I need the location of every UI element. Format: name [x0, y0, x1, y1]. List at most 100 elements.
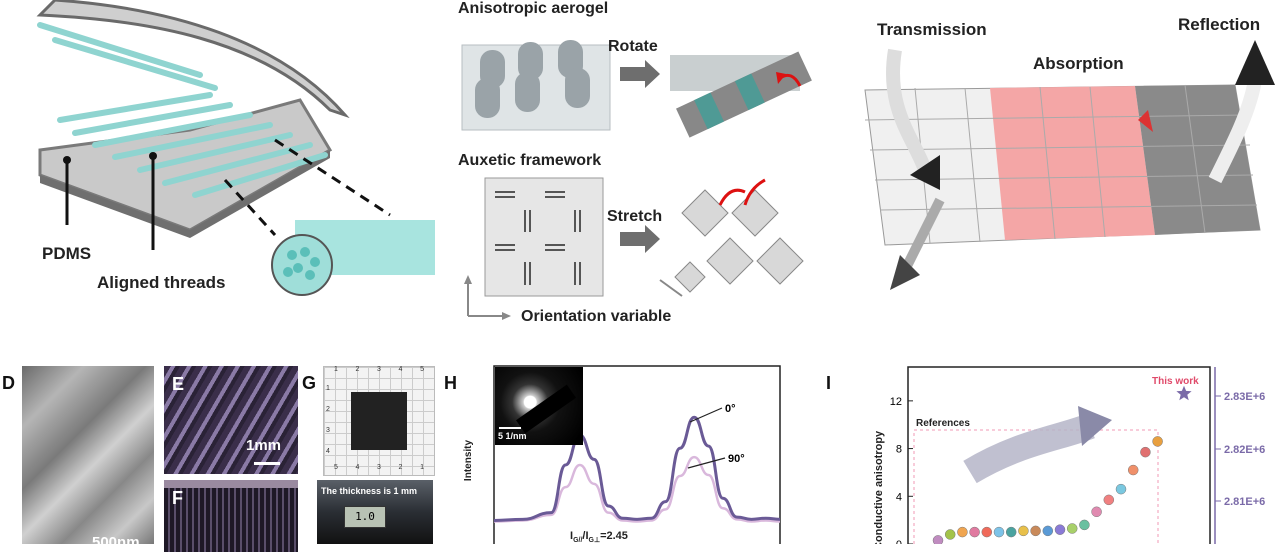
- auxetic-title: Auxetic framework: [458, 152, 602, 169]
- saed-inset: 5 1/nm: [495, 367, 583, 445]
- reference-point: [957, 526, 968, 538]
- y2-tick-label: 2.81E+6: [1224, 496, 1265, 508]
- references-label: References: [916, 418, 970, 429]
- anisotropy-plot: 0 4 8 12 2.81E+6 2.82E+6 2.83E+6 This work Re…: [873, 366, 1265, 552]
- y-tick-label: 4: [896, 491, 902, 503]
- beam-stop: [516, 384, 576, 434]
- caliper-display: 1.0: [344, 506, 386, 528]
- series-line-0deg: [493, 415, 781, 522]
- pdms-label: PDMS: [42, 244, 92, 263]
- ruler-tick: 3: [377, 464, 381, 471]
- photo-e: [164, 366, 298, 474]
- ratio-mid: /I: [582, 530, 589, 542]
- panel-b: Anisotropic aerogel Rotate Auxetic frame…: [450, 0, 830, 335]
- ruler-side-labels: 1 2 3 4: [326, 385, 330, 455]
- reference-point: [1152, 436, 1163, 447]
- reflection-label: Reflection: [1178, 15, 1261, 34]
- ratio-sub2: G⊥: [588, 537, 601, 545]
- rotate-label: Rotate: [608, 38, 658, 55]
- ruler-tick: 3: [377, 366, 381, 373]
- ruler-tick: 2: [326, 406, 330, 413]
- ruler-tick: 5: [420, 366, 424, 373]
- reference-point: [981, 526, 993, 538]
- reference-point: [1018, 525, 1029, 537]
- ruler-tick: 1: [420, 464, 424, 471]
- aerogel-auxetic-illustration: [461, 40, 812, 320]
- photo-f: [164, 480, 298, 552]
- reference-point: [1103, 494, 1115, 506]
- panel-e-letter: E: [172, 374, 185, 394]
- legend-label-0: 0°: [725, 403, 736, 415]
- ratio-value: =2.45: [600, 530, 628, 542]
- this-work-star: [1176, 385, 1192, 401]
- reference-point: [1140, 446, 1151, 458]
- legend-label-90: 90°: [728, 453, 745, 465]
- stretch-label: Stretch: [607, 208, 663, 225]
- transmission-label: Transmission: [877, 20, 987, 39]
- reference-point: [1091, 506, 1102, 518]
- ruler-tick: 5: [334, 464, 338, 471]
- reference-point: [944, 529, 956, 540]
- reference-point: [1054, 524, 1066, 535]
- sample-square: [351, 392, 407, 450]
- ruler-tick: 4: [326, 448, 330, 455]
- ruler-top-labels: 1 2 3 4 5: [334, 366, 424, 373]
- inset-scale-bar: [499, 427, 521, 429]
- ruler-photo: [323, 366, 435, 476]
- ruler-bottom-labels: 5 4 3 2 1: [334, 464, 424, 471]
- this-work-label: This work: [1152, 376, 1199, 387]
- chart-h: 0° 90° 5 1/nm Intensity IG///IG⊥=2.45: [460, 360, 790, 552]
- y-tick-label: 8: [896, 444, 902, 456]
- ruler-tick: 4: [355, 464, 360, 471]
- panel-g-letter: G: [302, 373, 317, 393]
- ratio-sub1: G//: [573, 537, 583, 545]
- reference-point: [1030, 525, 1041, 537]
- panel-c: Transmission Absorption Reflection: [855, 0, 1280, 300]
- reference-point: [1066, 523, 1078, 534]
- plot-frame: [493, 365, 781, 552]
- ratio-i: I: [570, 530, 574, 542]
- chart-i: 0 4 8 12 2.81E+6 2.82E+6 2.83E+6 This work Re…: [860, 360, 1280, 552]
- y-axis-label: Conductive anisotropy: [873, 430, 885, 544]
- ratio-label: IG///IG⊥=2.45: [570, 530, 628, 544]
- plot-frame: [907, 366, 1211, 552]
- orientation-label: Orientation variable: [521, 308, 672, 325]
- inset-scale-label: 5 1/nm: [498, 431, 527, 441]
- trend-arrow: [963, 413, 1095, 484]
- ruler-tick: 4: [398, 366, 403, 373]
- aligned-threads-label: Aligned threads: [97, 273, 226, 292]
- reference-point: [1115, 483, 1127, 495]
- thickness-caption: The thickness is 1 mm: [321, 486, 418, 496]
- reference-point: [932, 535, 944, 546]
- ruler-tick: 1: [334, 366, 338, 373]
- y-tick-label: 12: [890, 396, 902, 408]
- scale-bar-e-line: [254, 462, 280, 465]
- emi-shielding-illustration: [864, 40, 1275, 290]
- panel-i-letter: I: [826, 373, 832, 393]
- reference-point: [1127, 464, 1139, 476]
- ruler-tick: 2: [398, 464, 403, 471]
- panel-h-letter: H: [444, 373, 457, 393]
- aerogel-title: Anisotropic aerogel: [458, 0, 609, 17]
- panel-a: PDMS Aligned threads: [0, 0, 440, 310]
- intensity-axis-label: Intensity: [463, 439, 475, 482]
- y-tick-label: 0: [896, 539, 902, 544]
- reference-point: [1005, 526, 1017, 538]
- panel-d-letter: D: [2, 373, 15, 393]
- absorption-label: Absorption: [1033, 54, 1124, 73]
- sem-image-d: [22, 366, 154, 544]
- series-line-90deg: [493, 455, 781, 523]
- reference-point: [993, 526, 1005, 538]
- reference-point: [1079, 519, 1090, 531]
- scale-bar-e: 1mm: [246, 437, 282, 454]
- trend-arrow-head: [1078, 406, 1112, 446]
- ruler-tick: 2: [355, 366, 360, 373]
- scale-bar-d: 500nm: [92, 534, 140, 551]
- reference-point: [1042, 525, 1054, 537]
- pdms-thread-illustration: [36, 0, 435, 296]
- reference-point: [969, 526, 980, 538]
- y2-tick-label: 2.83E+6: [1224, 391, 1265, 403]
- panel-f-letter: F: [172, 488, 183, 508]
- y2-tick-label: 2.82E+6: [1224, 444, 1265, 456]
- ruler-tick: 1: [326, 385, 330, 392]
